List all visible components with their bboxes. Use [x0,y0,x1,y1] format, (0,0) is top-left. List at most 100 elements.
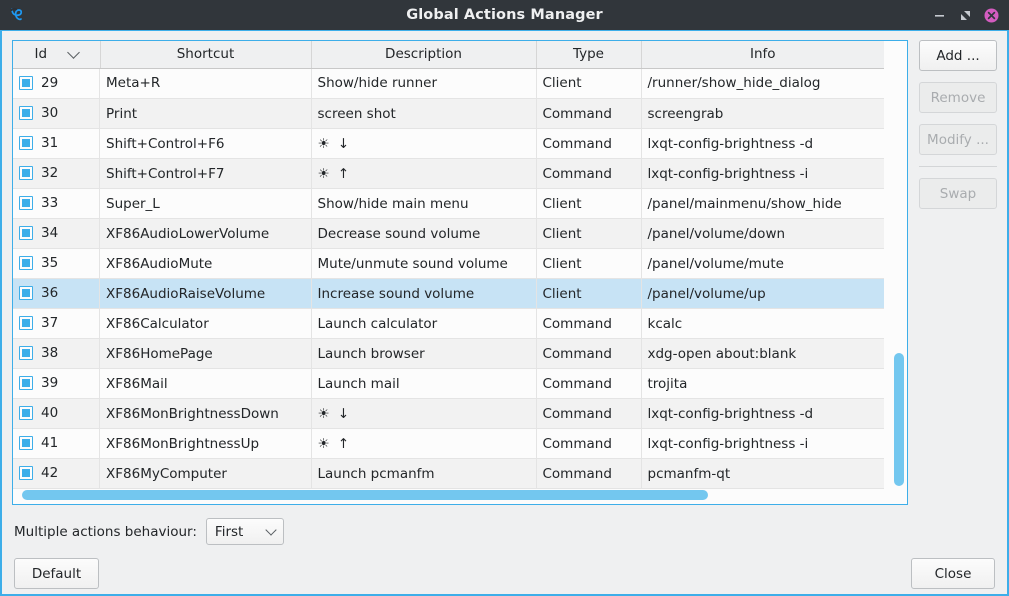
cell-id: 31 [13,128,100,159]
cell-info: lxqt-config-brightness -d [641,398,884,429]
cell-type: Command [536,398,642,429]
maximize-icon[interactable] [958,8,973,23]
side-panel-separator [919,166,997,167]
checkbox-checked-icon[interactable] [19,316,33,330]
checkbox-checked-icon[interactable] [19,166,33,180]
cell-type: Command [536,368,642,399]
cell-info: lxqt-config-brightness -i [641,158,884,189]
column-header-id[interactable]: Id [13,41,101,69]
cell-id: 38 [13,338,100,369]
cell-description: Launch pcmanfm [311,458,537,489]
cell-shortcut: XF86MonBrightnessUp [100,428,312,459]
horizontal-scrollbar-thumb[interactable] [22,490,708,500]
cell-id: 42 [13,458,100,489]
close-button[interactable]: Close [911,558,995,589]
cell-id-label: 38 [41,345,59,361]
add-button[interactable]: Add ... [919,40,997,71]
cell-info: xdg-open about:blank [641,338,884,369]
checkbox-checked-icon[interactable] [19,376,33,390]
cell-info: lxqt-config-brightness -d [641,128,884,159]
checkbox-checked-icon[interactable] [19,406,33,420]
checkbox-checked-icon[interactable] [19,256,33,270]
cell-description: ☀ ↓ [311,128,537,159]
cell-info: /panel/volume/mute [641,248,884,279]
cell-id-label: 29 [41,75,59,91]
vertical-scrollbar[interactable] [894,69,904,499]
cell-id-label: 36 [41,285,59,301]
cell-id-label: 42 [41,465,59,481]
behaviour-select-value: First [214,523,244,540]
remove-button[interactable]: Remove [919,82,997,113]
checkbox-checked-icon[interactable] [19,466,33,480]
cell-shortcut: Super_L [100,188,312,219]
cell-type: Client [536,188,642,219]
cell-type: Command [536,98,642,129]
cell-id: 34 [13,218,100,249]
checkbox-checked-icon[interactable] [19,106,33,120]
cell-id: 35 [13,248,100,279]
cell-id: 29 [13,68,100,99]
column-header-info[interactable]: Info [641,41,884,69]
chevron-down-icon [67,45,80,59]
checkbox-checked-icon[interactable] [19,436,33,450]
cell-id-label: 31 [41,135,59,151]
default-button[interactable]: Default [14,558,99,589]
chevron-down-icon [265,523,277,536]
behaviour-label: Multiple actions behaviour: [14,523,197,540]
cell-shortcut: Print [100,98,312,129]
title-bar[interactable]: Global Actions Manager [0,0,1009,31]
lxqt-spiral-icon[interactable] [0,0,34,31]
cell-id: 40 [13,398,100,429]
checkbox-checked-icon[interactable] [19,286,33,300]
minimize-icon[interactable] [932,8,947,23]
cell-id: 30 [13,98,100,129]
column-header-shortcut[interactable]: Shortcut [100,41,312,69]
cell-id: 33 [13,188,100,219]
cell-description: Decrease sound volume [311,218,537,249]
column-header-description[interactable]: Description [311,41,537,69]
behaviour-row: Multiple actions behaviour: First [2,505,1007,545]
cell-id: 36 [13,278,100,309]
cell-description: screen shot [311,98,537,129]
cell-description: ☀ ↑ [311,158,537,189]
column-header-id-label: Id [34,46,48,63]
checkbox-checked-icon[interactable] [19,226,33,240]
modify-button[interactable]: Modify ... [919,124,997,155]
checkbox-checked-icon[interactable] [19,196,33,210]
footer-row: Default Close [2,545,1007,589]
horizontal-scrollbar[interactable] [16,490,904,500]
vertical-scrollbar-thumb[interactable] [894,353,904,486]
column-header-type[interactable]: Type [536,41,642,69]
close-icon[interactable] [984,8,999,23]
cell-type: Command [536,428,642,459]
window-controls [932,8,1009,23]
checkbox-checked-icon[interactable] [19,346,33,360]
cell-info: /panel/volume/down [641,218,884,249]
cell-info: screengrab [641,98,884,129]
checkbox-checked-icon[interactable] [19,76,33,90]
cell-type: Client [536,278,642,309]
cell-description: Launch calculator [311,308,537,339]
checkbox-checked-icon[interactable] [19,136,33,150]
cell-shortcut: XF86AudioLowerVolume [100,218,312,249]
cell-info: /panel/volume/up [641,278,884,309]
behaviour-select[interactable]: First [205,518,284,545]
swap-button[interactable]: Swap [919,178,997,209]
